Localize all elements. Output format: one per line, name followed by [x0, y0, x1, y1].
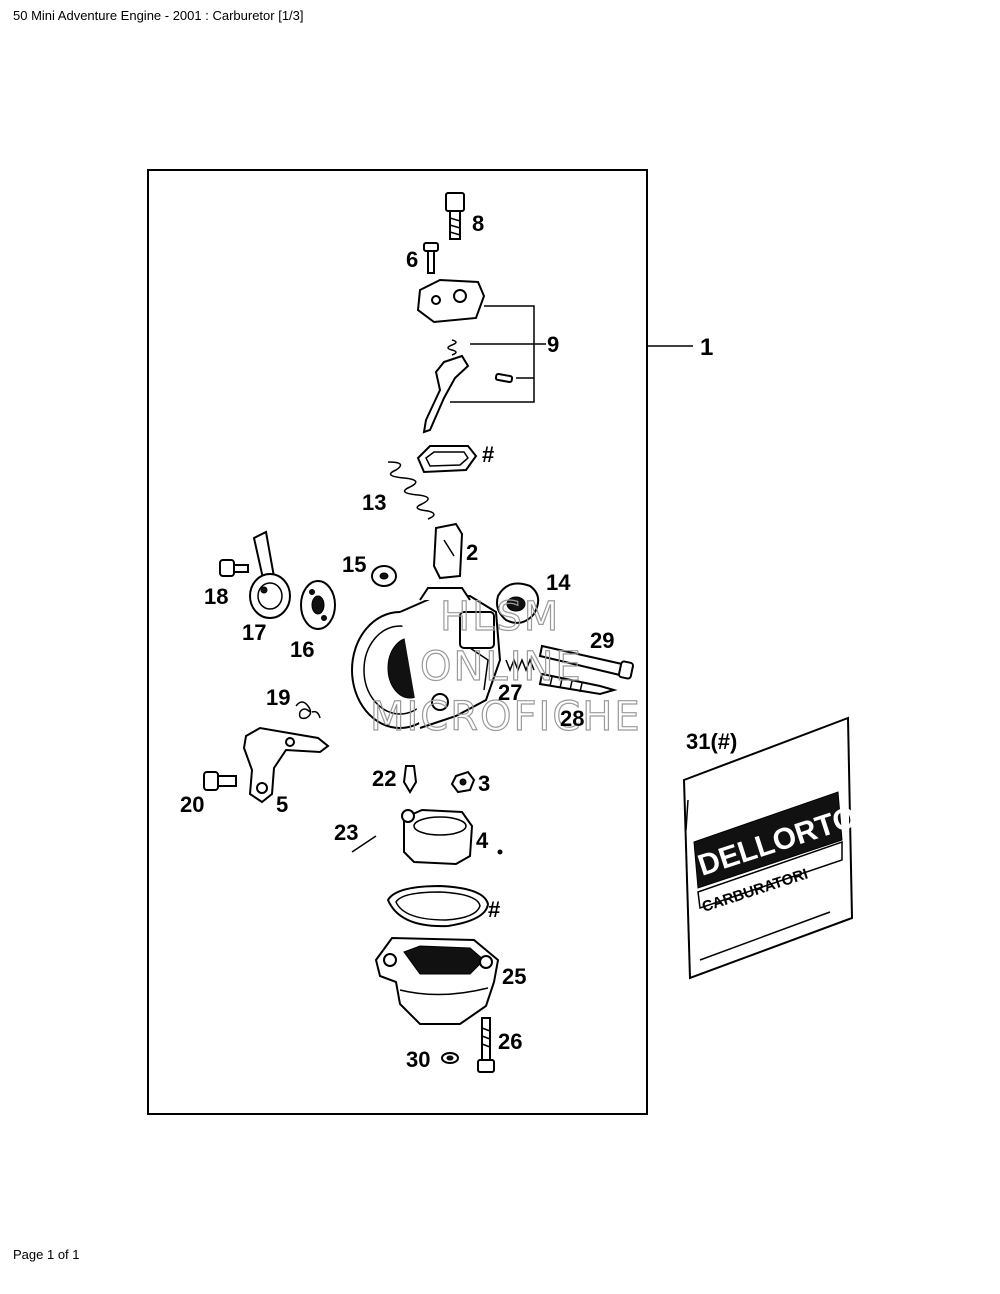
part-5-bracket — [242, 726, 330, 804]
callout-6: 6 — [406, 247, 418, 272]
callout-15: 15 — [342, 552, 366, 577]
part-9-spring — [447, 339, 457, 356]
callout-20: 20 — [180, 792, 204, 817]
part-13-spring — [387, 461, 435, 520]
callout-26: 26 — [498, 1029, 522, 1054]
part-23-pin — [351, 835, 377, 853]
page-title: 50 Mini Adventure Engine - 2001 : Carbur… — [13, 8, 304, 23]
part-16-disc — [300, 580, 336, 630]
watermark-line-3: MICROFICHE — [370, 694, 642, 740]
callout-25: 25 — [502, 964, 526, 989]
bracket-9 — [450, 305, 546, 403]
part-29-screw — [538, 644, 634, 680]
part-28-screw — [538, 672, 618, 696]
part-19-spring — [295, 701, 321, 720]
callout-2: 2 — [466, 540, 478, 565]
part-2-slide — [432, 522, 464, 580]
part-9-lever — [422, 354, 470, 434]
part-9-pin — [494, 372, 514, 384]
callout-18: 18 — [204, 584, 228, 609]
callout-4: 4 — [476, 828, 489, 853]
part-6-screw — [423, 242, 439, 274]
part-18-screw — [219, 559, 249, 577]
part-9-housing — [416, 278, 486, 324]
callout-hash-lower: # — [488, 897, 500, 922]
carburetor-body — [351, 587, 502, 729]
callout-17: 17 — [242, 620, 266, 645]
callout-14: 14 — [546, 570, 571, 595]
callout-8: 8 — [472, 211, 484, 236]
assembly-frame — [147, 169, 648, 1115]
part-22-jet — [402, 765, 418, 794]
callout-9: 9 — [547, 332, 559, 357]
part-30-washer — [441, 1052, 459, 1064]
part-31-gasket-bag: DELLORTO CARBURATORI — [682, 716, 861, 980]
callout-19: 19 — [266, 685, 290, 710]
callout-13: 13 — [362, 490, 386, 515]
watermark-line-2: ONLINE — [420, 644, 583, 690]
part-26-screw — [477, 1017, 495, 1073]
part-8-screw — [445, 192, 465, 240]
part-gasket-lower — [386, 884, 490, 928]
part-25-float-bowl — [374, 936, 500, 1025]
callout-5: 5 — [276, 792, 288, 817]
part-3-nut — [450, 770, 476, 794]
part-gasket-upper — [416, 445, 478, 474]
part-4-float — [401, 808, 503, 866]
callout-16: 16 — [290, 637, 314, 662]
callout-hash-upper: # — [482, 442, 494, 467]
page-footer: Page 1 of 1 — [13, 1247, 80, 1262]
watermark-line-1: HLSM — [440, 594, 560, 640]
watermark: HLSM ONLINE MICROFICHE — [369, 593, 642, 740]
part-20-screw — [203, 771, 237, 791]
part-15-cap — [371, 565, 397, 587]
callout-27: 27 — [498, 680, 522, 705]
callout-31: 31(#) — [686, 729, 737, 754]
callout-28: 28 — [560, 706, 584, 731]
callout-30: 30 — [406, 1047, 430, 1072]
part-14-float — [496, 582, 540, 624]
callout-23: 23 — [334, 820, 358, 845]
callout-1: 1 — [700, 334, 713, 361]
callout-3: 3 — [478, 771, 490, 796]
part-17-throttle-lever — [249, 530, 291, 619]
callout-22: 22 — [372, 766, 396, 791]
callout-29: 29 — [590, 628, 614, 653]
part-27-spring — [505, 657, 535, 673]
